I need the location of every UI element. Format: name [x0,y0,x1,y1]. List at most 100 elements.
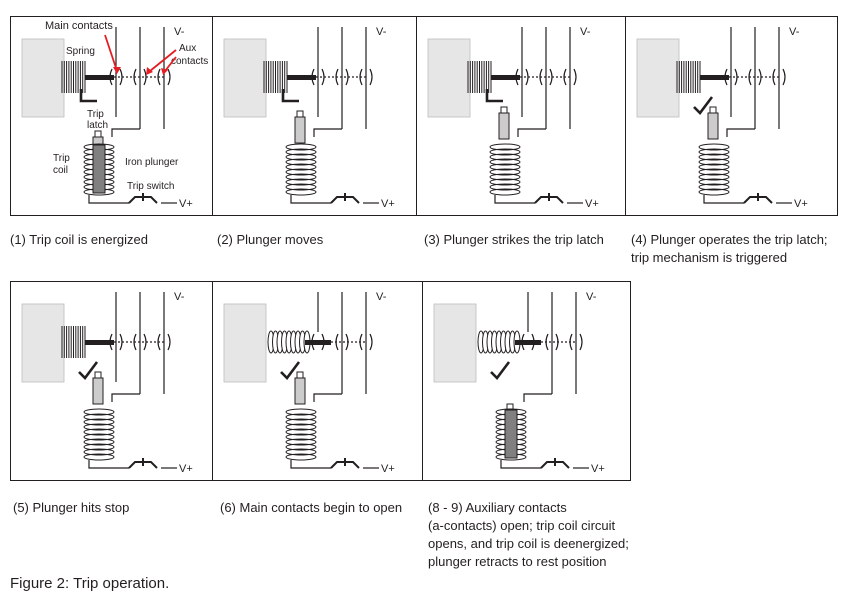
trip-coil-turn [83,448,115,456]
trip-coil-turn [489,143,521,151]
contact-arc [555,333,559,351]
contact-rod [287,75,316,80]
trip-coil-turn [285,418,317,426]
energized-core [92,144,106,194]
breaker-body [21,303,65,383]
trip-coil-turn [698,163,730,171]
contact-arc [335,333,339,351]
trip-coil-turn [83,433,115,441]
panel-6-diagram: V-V+ [223,291,395,475]
trip-coil-turn [489,158,521,166]
panel-2: V-V+ [212,16,417,216]
v-plus-label: V+ [179,463,193,475]
trip-coil-turn [285,183,317,191]
iron-plunger [294,377,306,405]
panel-6: V-V+ [212,281,423,481]
plunger-tip [296,371,304,379]
trip-coil-turn [698,178,730,186]
trip-coil-turn [83,443,115,451]
trip-coil-turn [489,178,521,186]
caption-line: (2) Plunger moves [217,232,324,247]
coil-wire-top [726,128,755,137]
trip-coil-turn [83,413,115,421]
trip-coil-turn [285,153,317,161]
trip-latch-label: latch [87,120,108,131]
coil-wire-top [313,128,342,137]
panel-2-diagram: V-V+ [223,26,395,210]
contact-rod [491,75,520,80]
contact-arc [109,68,113,86]
energized-core [504,409,518,459]
trip-coil-turn [83,438,115,446]
contact-arc [748,68,752,86]
aux-arrow [149,49,177,72]
panel-7-caption: (8 - 9) Auxiliary contacts (a-contacts) … [428,499,629,571]
caption-line: (8 - 9) Auxiliary contacts [428,500,567,515]
coil-wire-bottom [703,195,744,204]
trip-latch-label: Trip [87,109,104,120]
contact-rod [700,75,729,80]
trip-coil-turn [285,148,317,156]
v-minus-label: V- [586,291,597,303]
trip-coil-turn [285,408,317,416]
caption-line: trip mechanism is triggered [631,250,788,265]
contact-arc [359,68,363,86]
trip-coil-turn [285,163,317,171]
contact-arc [734,68,738,86]
trip-coil-turn [285,143,317,151]
contact-arc [143,333,147,351]
iron-plunger-label: Iron plunger [125,157,179,168]
trip-coil-turn [285,173,317,181]
contact-arc [369,68,373,86]
contact-arc [109,333,113,351]
panel-5-diagram: V-V+ [21,291,193,475]
breaker-body [223,38,267,118]
coil-wire-top [111,393,140,402]
trip-coil-turn [285,168,317,176]
coil-wire-top [517,128,546,137]
coil-wire-bottom [290,460,331,469]
contact-arc [321,333,325,351]
contact-arc [758,68,762,86]
contact-arc [531,333,535,351]
trip-coil-turn [83,408,115,416]
contact-arc [539,68,543,86]
trip-coil-turn [698,183,730,191]
iron-plunger [498,112,510,140]
v-plus-label: V+ [591,463,605,475]
coil-wire-top [523,393,552,402]
coil-wire-bottom [88,195,129,204]
panel-1-caption: (1) Trip coil is energized [10,231,148,249]
trip-switch-label: Trip switch [127,181,174,192]
iron-plunger [92,377,104,405]
aux-arrowhead [146,67,153,75]
trip-coil-turn [698,153,730,161]
trip-coil-turn [489,148,521,156]
plunger-tip [500,106,508,114]
trip-coil-turn [489,163,521,171]
trip-coil-turn [698,168,730,176]
contact-rod [85,340,114,345]
iron-plunger [294,116,306,144]
breaker-body [433,303,477,383]
contact-arc [311,68,315,86]
contact-arc [345,333,349,351]
panel-5-caption: (5) Plunger hits stop [13,499,129,517]
trip-coil-turn [285,413,317,421]
trip-coil-turn [489,183,521,191]
trip-coil-turn [83,418,115,426]
panel-7: V- V+ [422,281,631,481]
panel-4-diagram: V-V+ [636,26,808,210]
trip-coil-turn [83,453,115,461]
contact-rod [85,75,114,80]
contact-arc [133,68,137,86]
v-minus-label: V- [174,26,185,38]
trip-coil-turn [698,143,730,151]
panel-3-diagram: V-V+ [427,26,599,210]
v-plus-label: V+ [585,198,599,210]
trip-coil-turn [285,178,317,186]
trip-coil-turn [698,158,730,166]
v-minus-label: V- [376,26,387,38]
v-plus-label: V+ [381,463,395,475]
